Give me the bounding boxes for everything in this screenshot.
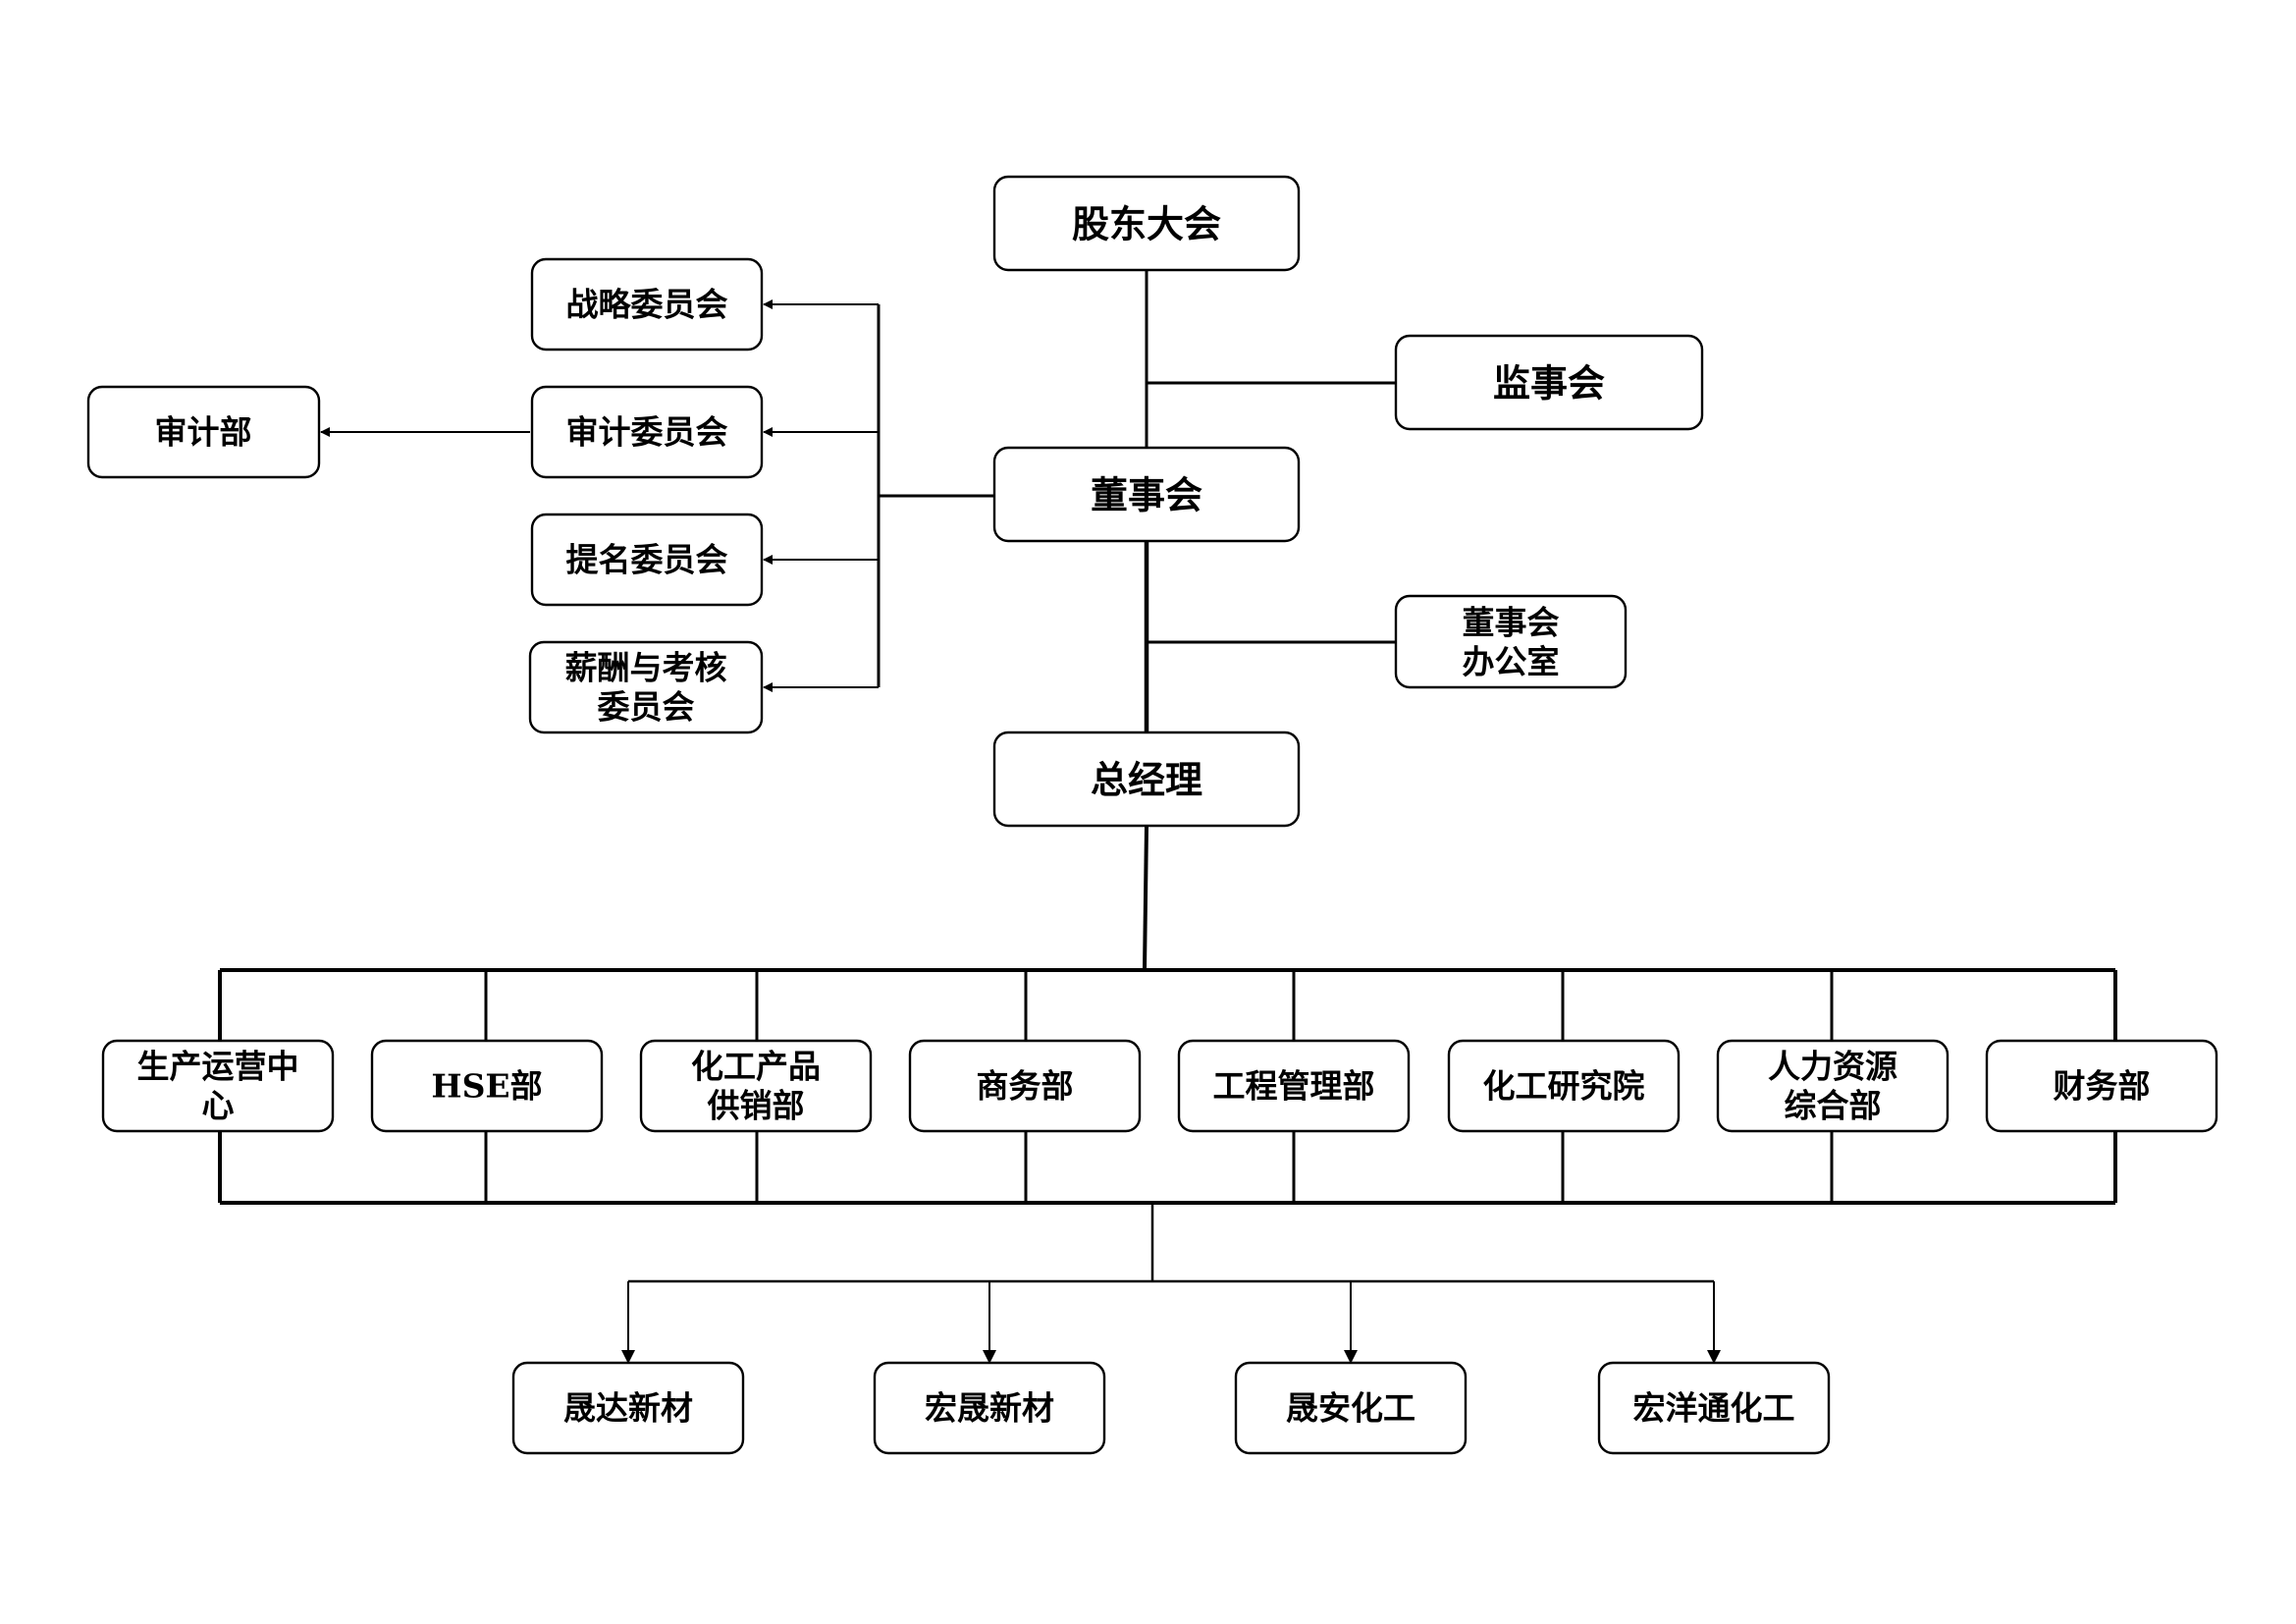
node-strategy-committee: 战略委员会 [530,257,764,352]
node-label: 董事会 [1091,473,1202,517]
node-subsidiary-1: 晟达新材 [511,1361,745,1455]
node-label-line-1: 薪酬与考核 [565,649,727,687]
node-label: 工程管理部 [1213,1067,1375,1106]
node-label: 财务部 [2054,1067,2151,1106]
node-label: 商务部 [977,1067,1074,1106]
node-label-line-2: 心 [202,1087,235,1125]
node-label: 战略委员会 [566,286,728,324]
node-label: 提名委员会 [566,541,728,579]
node-label: 审计委员会 [566,413,728,452]
connectors-governance [320,270,1396,731]
node-department-2: HSE部 [370,1039,604,1133]
department-boxes: 生产运营中 心 HSE部 化工产品 供销部 商务部 工程管理部 化工研究院 人力… [101,1039,2218,1133]
node-department-4: 商务部 [908,1039,1142,1133]
node-subsidiary-4: 宏洋通化工 [1597,1361,1831,1455]
node-label-line-1: 董事会 [1463,604,1560,642]
node-supervisory-board: 监事会 [1394,334,1704,431]
node-label: 监事会 [1493,361,1605,406]
connectors-subsidiaries [621,1203,1721,1364]
connectors-departments [218,825,2117,1205]
node-label: 化工研究院 [1483,1067,1645,1106]
node-audit-department: 审计部 [86,385,321,479]
subsidiary-boxes: 晟达新材 宏晟新材 晟安化工 宏洋通化工 [511,1361,1831,1455]
node-subsidiary-3: 晟安化工 [1234,1361,1468,1455]
node-label: 总经理 [1091,758,1202,802]
node-shareholders-meeting: 股东大会 [992,175,1301,272]
node-department-3: 化工产品 供销部 [639,1039,873,1133]
node-department-8: 财务部 [1985,1039,2218,1133]
node-general-manager: 总经理 [992,731,1301,828]
node-label-line-2: 供销部 [708,1087,805,1125]
node-label: 晟达新材 [563,1389,693,1428]
line-gm-departments [1143,825,1148,971]
node-nomination-committee: 提名委员会 [530,513,764,607]
node-label: 晟安化工 [1286,1389,1415,1428]
node-board-of-directors: 董事会 [992,446,1301,543]
node-audit-committee: 审计委员会 [530,385,764,479]
node-label-line-2: 办公室 [1463,643,1560,681]
node-label: 股东大会 [1072,202,1221,246]
node-department-5: 工程管理部 [1177,1039,1411,1133]
node-label-line-2: 综合部 [1785,1087,1882,1125]
node-label-line-1: 人力资源 [1768,1048,1897,1086]
node-department-6: 化工研究院 [1447,1039,1681,1133]
node-label: 宏洋通化工 [1633,1389,1795,1428]
node-label-line-1: 生产运营中 [137,1048,299,1086]
node-board-office: 董事会 办公室 [1394,594,1628,689]
node-remuneration-committee: 薪酬与考核 委员会 [528,640,764,734]
node-subsidiary-2: 宏晟新材 [873,1361,1106,1455]
node-label-line-2: 委员会 [598,688,695,727]
node-department-7: 人力资源 综合部 [1716,1039,1949,1133]
node-department-1: 生产运营中 心 [101,1039,335,1133]
node-label-line-1: 化工产品 [691,1048,821,1086]
node-label: 审计部 [155,413,252,452]
node-label: 宏晟新材 [925,1389,1054,1428]
node-label: HSE部 [431,1067,542,1106]
